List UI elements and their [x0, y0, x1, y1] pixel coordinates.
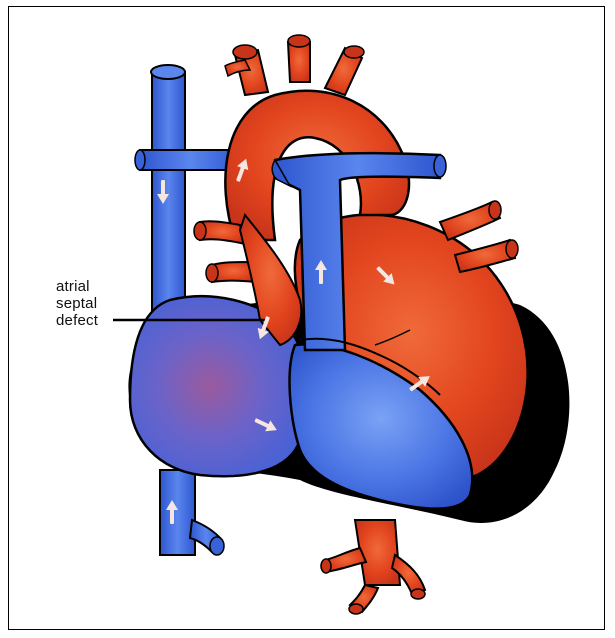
superior-vena-cava — [135, 65, 240, 330]
label-line-2: septal — [56, 295, 98, 312]
inferior-vena-cava — [160, 470, 224, 555]
atrial-septal-defect-label: atrial septal defect — [56, 278, 98, 329]
descending-aorta — [321, 520, 425, 614]
label-line-3: defect — [56, 312, 98, 329]
label-line-1: atrial — [56, 278, 98, 295]
